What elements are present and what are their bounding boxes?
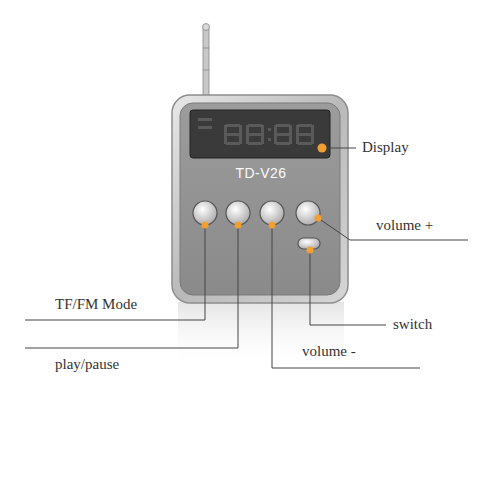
- leader-lines: [25, 148, 468, 368]
- callout-label: switch: [393, 316, 432, 333]
- callout-label: volume +: [376, 217, 433, 234]
- callout-label: TF/FM Mode: [55, 296, 137, 313]
- marker-dots: [202, 144, 327, 254]
- lcd-display: [190, 110, 330, 158]
- buttons: [193, 201, 320, 249]
- reflection: [178, 302, 344, 370]
- lcd-segments: [198, 118, 314, 145]
- callout-label: Display: [362, 139, 409, 156]
- callout-label: volume -: [302, 343, 356, 360]
- antenna: [203, 24, 210, 104]
- callout-label: play/pause: [55, 356, 119, 373]
- speaker-body: [172, 95, 348, 303]
- speaker-face: [180, 103, 340, 295]
- model-name: TD-V26: [235, 166, 286, 181]
